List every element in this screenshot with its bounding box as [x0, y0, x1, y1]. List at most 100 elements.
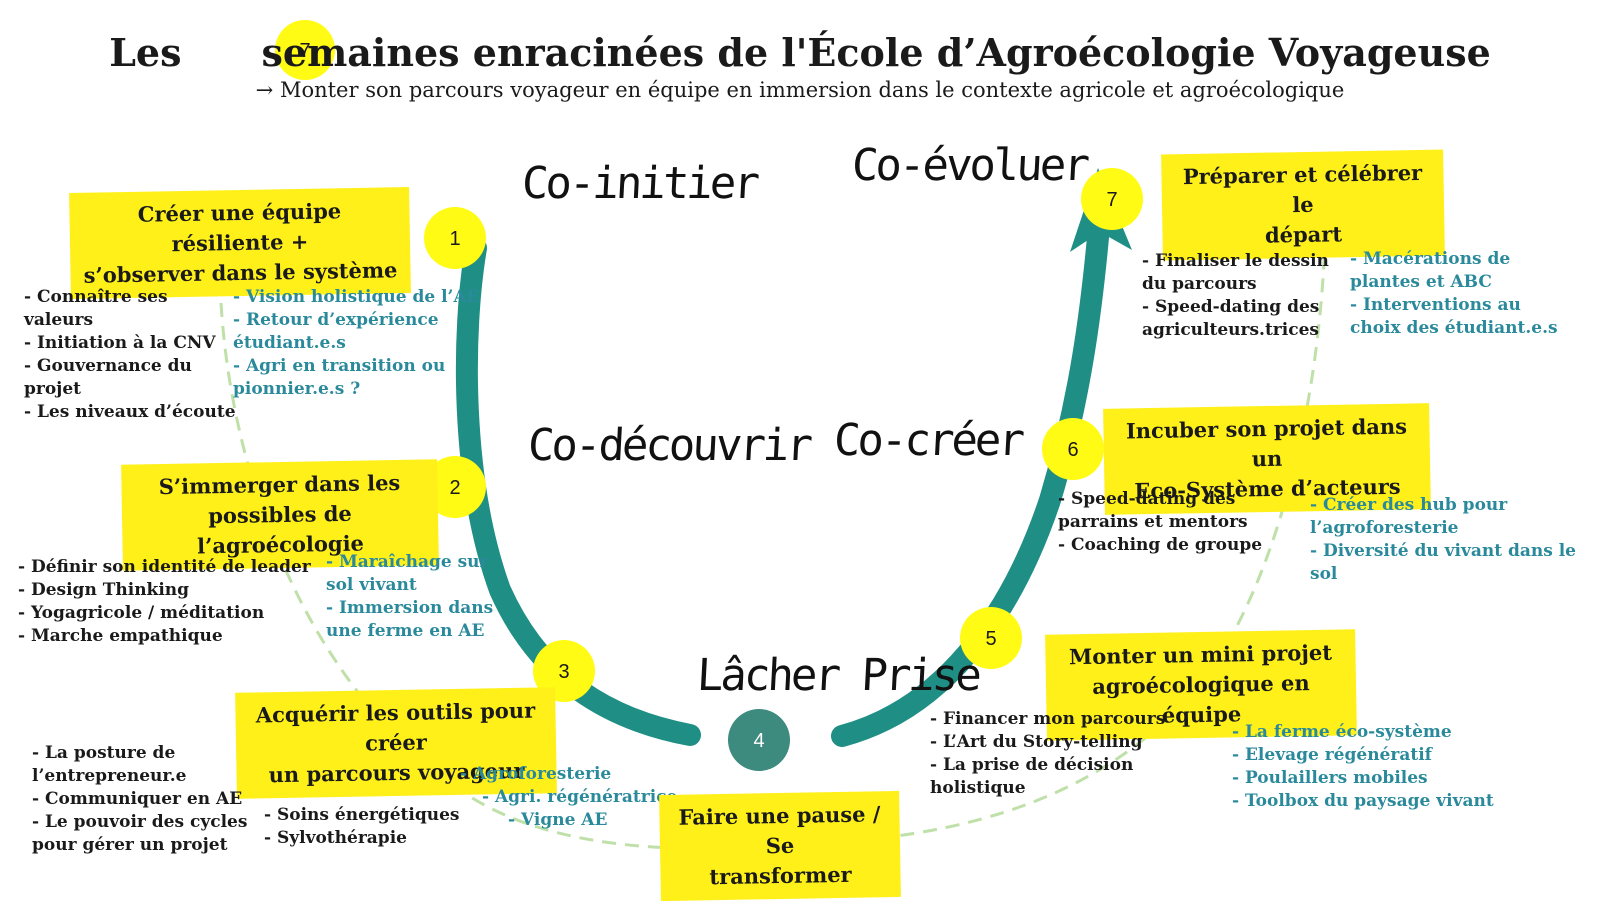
week-1-title: Créer une équipe résiliente +s’observer …	[69, 187, 411, 299]
week-circle-2	[424, 456, 486, 518]
list-item: - Créer des hub pour	[1310, 495, 1508, 515]
list-item: parrains et mentors	[1058, 512, 1248, 532]
dashed-path	[218, 239, 1327, 851]
list-item: - Speed-dating des	[1142, 297, 1320, 317]
week-5-activities: - Financer mon parcours- L’Art du Story-…	[930, 708, 1165, 800]
list-item: holistique	[930, 778, 1026, 798]
list-item: - Soins énergétiques	[264, 805, 460, 825]
list-item: - La ferme éco-système	[1232, 722, 1452, 742]
list-item: - Diversité du vivant dans le	[1310, 541, 1576, 561]
title-line: Incuber son projet dans un	[1125, 413, 1408, 472]
list-item: pionnier.e.s ?	[233, 379, 361, 399]
title-after: semaines enracinées de l'École d’Agroéco…	[261, 30, 1491, 75]
list-item: plantes et ABC	[1350, 272, 1492, 292]
week-circle-5	[960, 607, 1022, 669]
title-line: Créer une équipe résiliente +	[137, 198, 342, 257]
list-item: pour gérer un projet	[32, 835, 228, 855]
list-item: l’agroforesterie	[1310, 518, 1459, 538]
week-6-activities: - Speed-dating des parrains et mentors - C…	[1058, 488, 1262, 557]
list-item: agriculteurs.trices	[1142, 320, 1319, 340]
list-item: - Gouvernance du	[24, 356, 192, 376]
week-3-topics: - Agroforesterie - Agri. régénératrice - V…	[460, 763, 677, 832]
list-item: une ferme en AE	[326, 621, 485, 641]
list-item: - Vision holistique de l’AE	[233, 287, 480, 307]
week-circle-4	[728, 709, 790, 771]
list-item: sol vivant	[326, 575, 417, 595]
list-item: - Connaître ses	[24, 287, 168, 307]
week-1-activities: - Connaître ses valeurs - Initiation à la …	[24, 286, 236, 424]
list-item: - Interventions au	[1350, 295, 1521, 315]
list-item: - Maraîchage sur	[326, 552, 489, 572]
title-before: Les	[109, 30, 182, 75]
title-line: S’immerger dans les	[158, 469, 401, 500]
title-line: Faire une pause / Se	[678, 801, 881, 859]
list-item: - Financer mon parcours	[930, 709, 1166, 729]
list-item: - Toolbox du paysage vivant	[1232, 791, 1494, 811]
list-item: - Macérations de	[1350, 249, 1511, 269]
list-item: - Yogagricole / méditation	[18, 603, 265, 623]
week-1-topics: - Vision holistique de l’AE - Retour d’e…	[233, 286, 480, 401]
list-item: - La prise de décision	[930, 755, 1134, 775]
week-number-1: 1	[449, 228, 460, 250]
phase-co-initier: Co-initier	[520, 158, 759, 209]
list-item: - Agroforesterie	[460, 764, 612, 784]
week-6-topics: - Créer des hub pour l’agroforesterie - Di…	[1310, 494, 1576, 586]
list-item: l’entrepreneur.e	[32, 766, 187, 786]
phase-lacher-prise: Lâcher Prise	[695, 650, 981, 701]
list-item: - Les niveaux d’écoute	[24, 402, 236, 422]
week-number-4: 4	[753, 730, 764, 752]
list-item: - Poulaillers mobiles	[1232, 768, 1428, 788]
list-item: projet	[24, 379, 82, 399]
list-item: - Vigne AE	[508, 810, 608, 830]
list-item: - Agri en transition ou	[233, 356, 446, 376]
list-item: - Initiation à la CNV	[24, 333, 216, 353]
title-line: Acquérir les outils pour créer	[255, 697, 536, 756]
list-item: - Design Thinking	[18, 580, 190, 600]
week-number-3: 3	[558, 661, 569, 683]
list-item: - Coaching de groupe	[1058, 535, 1263, 555]
list-item: - Speed-dating des	[1058, 489, 1236, 509]
list-item: - Définir son identité de leader	[18, 557, 311, 577]
title-circle	[275, 20, 335, 80]
week-circle-7	[1081, 168, 1143, 230]
list-item: - Communiquer en AE	[32, 789, 243, 809]
phase-co-creer: Co-créer	[832, 415, 1024, 466]
week-number-2: 2	[449, 477, 460, 499]
list-item: - Marche empathique	[18, 626, 223, 646]
title-line: Préparer et célébrer le	[1182, 159, 1423, 218]
phase-co-decouvrir: Co-découvrir	[526, 420, 812, 471]
week-2-topics: - Maraîchage sur sol vivant - Immersion d…	[326, 551, 493, 643]
list-item: - Elevage régénératif	[1232, 745, 1432, 765]
title-number: 7	[299, 40, 310, 62]
week-circle-1	[424, 207, 486, 269]
list-item: - Sylvothérapie	[264, 828, 407, 848]
week-5-topics: - La ferme éco-système - Elevage régénéra…	[1232, 721, 1494, 813]
arrow-descending	[455, 237, 701, 746]
list-item: sol	[1310, 564, 1338, 584]
page-title: Les semaines enracinées de l'École d’Agro…	[0, 30, 1600, 75]
arrow-ascending	[831, 204, 1111, 747]
list-item: du parcours	[1142, 274, 1257, 294]
week-3-activities: - La posture de l’entrepreneur.e - Communi…	[32, 742, 247, 857]
list-item: valeurs	[24, 310, 94, 330]
week-7-activities: - Finaliser le dessin du parcours - Speed-…	[1142, 250, 1329, 342]
week-circle-6	[1042, 418, 1104, 480]
week-7-topics: - Macérations de plantes et ABC - Interven…	[1350, 248, 1558, 340]
phase-co-evoluer: Co-évoluer	[850, 140, 1089, 191]
list-item: choix des étudiant.e.s	[1350, 318, 1558, 338]
page-subtitle: → Monter son parcours voyageur en équipe…	[255, 78, 1345, 102]
title-line: transformer	[709, 861, 852, 890]
week-2-activities: - Définir son identité de leader - Design…	[18, 556, 311, 648]
list-item: - Finaliser le dessin	[1142, 251, 1329, 271]
list-item: - Retour d’expérience	[233, 310, 439, 330]
list-item: - La posture de	[32, 743, 176, 763]
list-item: - Le pouvoir des cycles	[32, 812, 248, 832]
list-item: étudiant.e.s	[233, 333, 346, 353]
week-circle-3	[533, 640, 595, 702]
list-item: - Immersion dans	[326, 598, 494, 618]
list-item: - Agri. régénératrice	[482, 787, 678, 807]
week-number-6: 6	[1067, 439, 1078, 461]
